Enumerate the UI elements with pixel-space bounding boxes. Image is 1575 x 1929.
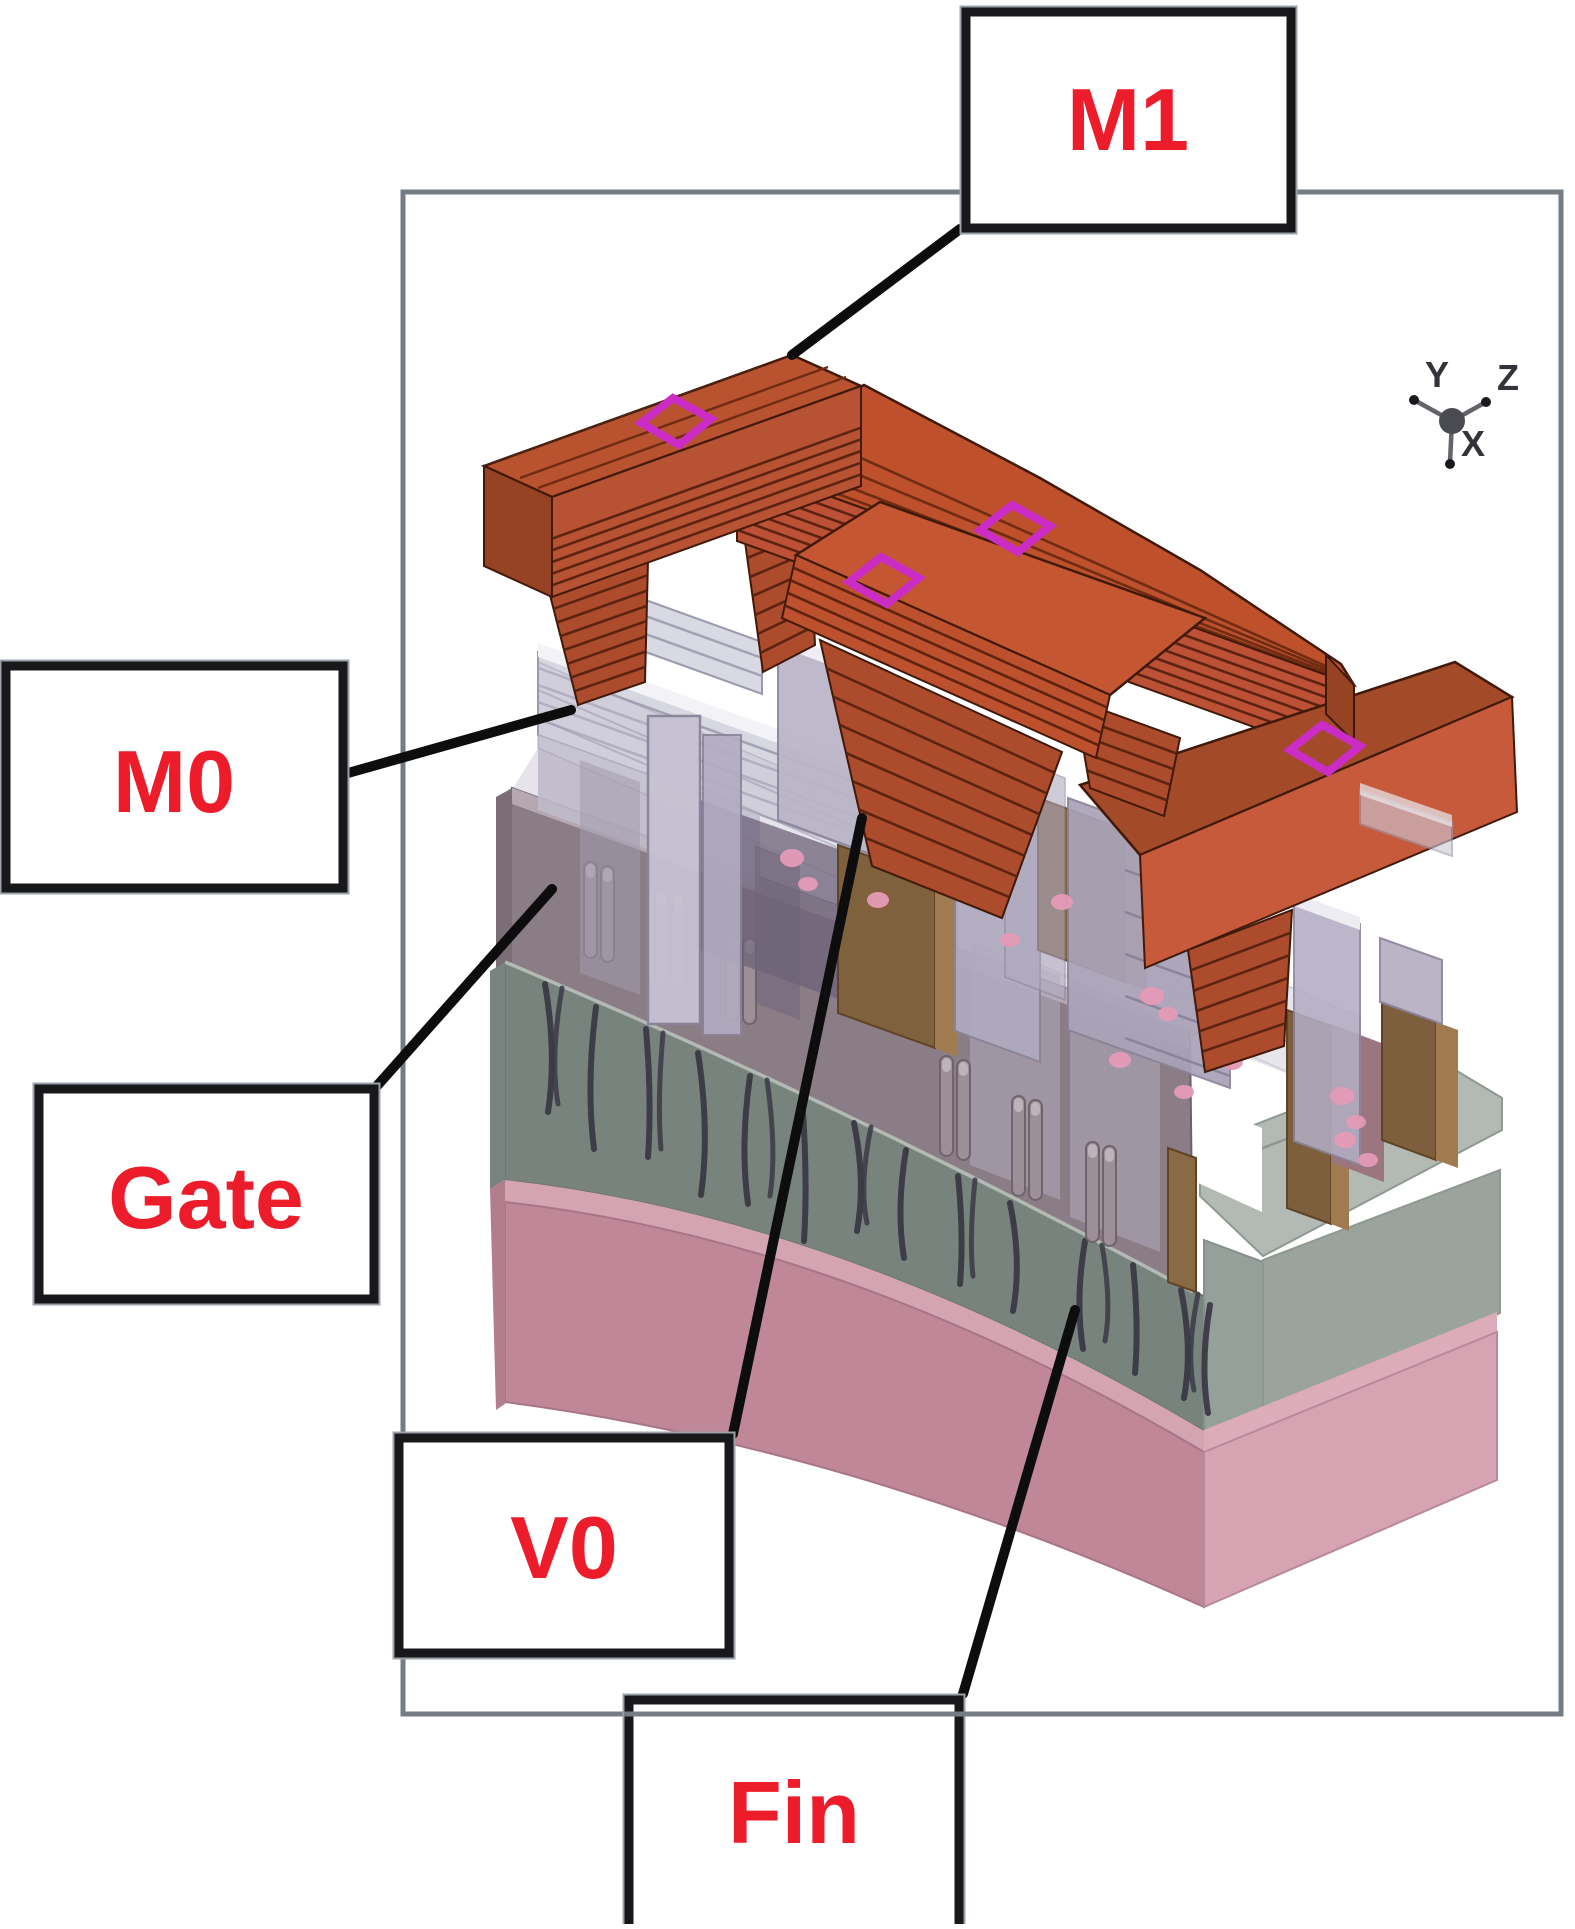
svg-text:Gate: Gate — [108, 1148, 304, 1247]
svg-text:Z: Z — [1497, 357, 1519, 398]
svg-text:Fin: Fin — [728, 1763, 860, 1862]
svg-text:Y: Y — [1425, 354, 1449, 395]
svg-text:M1: M1 — [1067, 70, 1189, 169]
svg-text:M0: M0 — [113, 732, 235, 831]
svg-text:V0: V0 — [510, 1498, 618, 1597]
svg-text:X: X — [1461, 423, 1485, 464]
